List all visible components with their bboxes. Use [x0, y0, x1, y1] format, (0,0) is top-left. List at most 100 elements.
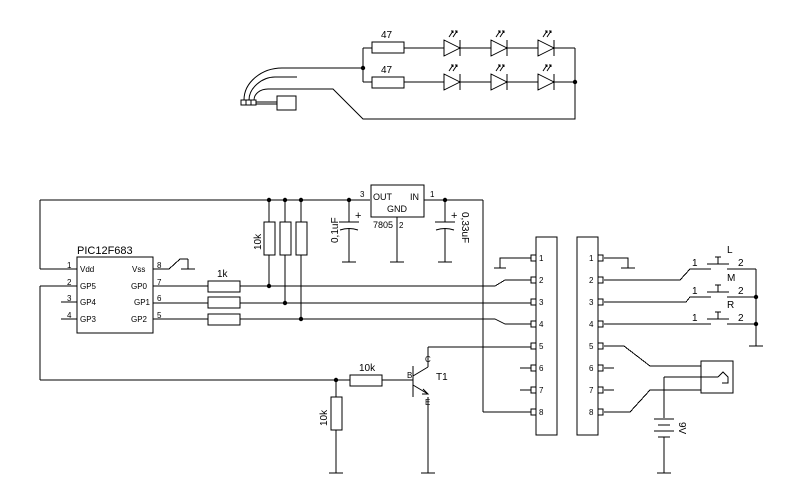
pulldown-resistor-label: 10k	[319, 409, 330, 426]
connector-pin: 5	[589, 342, 604, 351]
pin-number: 3	[67, 294, 72, 303]
switch-label: L	[727, 245, 733, 256]
switch-pin: 1	[692, 258, 698, 269]
pin-number: 5	[589, 342, 594, 351]
connector-pin: 3	[530, 298, 544, 307]
switch-label: M	[727, 273, 735, 284]
connector-pin: 4	[589, 320, 604, 329]
regulator-gnd-label: GND	[387, 204, 408, 214]
pin-number: 1	[539, 254, 544, 263]
pushbutton-switch-r: 1 2R	[692, 300, 756, 325]
led-string-bottom	[443, 64, 567, 91]
pin-number: 4	[539, 320, 544, 329]
pin-number: 2	[67, 278, 72, 287]
pin-number: 3	[539, 298, 544, 307]
transistor-pin-label: B	[407, 371, 412, 380]
transistor-pin-label: C	[425, 355, 431, 364]
output-jack-and-battery: 9V	[604, 345, 734, 474]
capacitor-0-33uF: + 0,33uF	[435, 200, 470, 263]
pullup-resistors: 10k	[253, 200, 308, 322]
led-icon	[490, 30, 538, 57]
pin-number: 3	[360, 190, 365, 199]
pin-number: 7	[157, 278, 162, 287]
resistor-47-bottom	[371, 76, 405, 89]
polarity-plus: +	[355, 210, 361, 222]
pin-name: GP0	[131, 282, 148, 291]
transistor-pin-label: E	[425, 398, 430, 407]
pin-number: 4	[589, 320, 594, 329]
connector-pin: 7	[589, 386, 604, 395]
transistor-stage: 10k 10k B C E T1	[319, 346, 531, 474]
series-resistor-label: 1k	[217, 269, 229, 280]
pushbutton-switch-l: 1 2L	[692, 245, 756, 270]
switch-pin: 2	[738, 258, 744, 269]
resistor-1k	[207, 296, 241, 309]
capacitor-label: 0,1uF	[330, 217, 341, 243]
resistor-47-top	[371, 41, 405, 54]
regulator-out-label: OUT	[373, 192, 393, 202]
switch-pin: 2	[738, 313, 744, 324]
led-string-top	[443, 30, 567, 57]
pin-number: 8	[589, 408, 594, 417]
pin-name: Vss	[132, 265, 145, 274]
resistor-10k-pulldown	[330, 396, 343, 431]
switch-pin: 2	[738, 286, 744, 297]
pin-number: 3	[589, 298, 594, 307]
pullup-resistor-label: 10k	[253, 233, 264, 250]
pin-name: GP5	[80, 282, 97, 291]
pin-name: Vdd	[80, 265, 94, 274]
pin-number: 7	[539, 386, 544, 395]
pin-number: 2	[589, 276, 594, 285]
led-icon	[490, 64, 538, 91]
pin-name: GP3	[80, 315, 97, 324]
regulator-in-label: IN	[410, 192, 419, 202]
mcu-part-label: PIC12F683	[77, 245, 133, 257]
pin-number: 2	[399, 221, 404, 230]
pin-name: GP2	[131, 315, 148, 324]
connector-pin: 8	[530, 408, 544, 417]
base-resistor-label: 10k	[359, 363, 376, 374]
pin-number: 6	[157, 294, 162, 303]
switch-label: R	[727, 300, 734, 311]
pin-number: 6	[589, 364, 594, 373]
connector-pin: 4	[530, 320, 544, 329]
connector-pin: 6	[589, 364, 604, 373]
pin-number: 1	[430, 190, 435, 199]
led-icon	[537, 64, 567, 91]
regulator-part-label: 7805	[373, 220, 393, 230]
switch-pin: 1	[692, 313, 698, 324]
audio-jack-plug	[240, 67, 576, 120]
capacitor-label: 0,33uF	[459, 212, 470, 243]
mcu-pic12f683: PIC12F683 Vdd GP5 GP4 GP3 1 2 3 4 Vss GP…	[39, 245, 531, 381]
battery-label: 9V	[676, 422, 687, 435]
transistor-label: T1	[436, 372, 448, 383]
pin-name: GP1	[134, 298, 151, 307]
resistor-label: 47	[381, 30, 393, 41]
pin-number: 5	[157, 311, 162, 320]
connector-pin: 3	[589, 298, 604, 307]
connector-pin: 2	[589, 276, 604, 285]
connector-pin: 8	[589, 408, 604, 417]
junction-dot	[360, 65, 366, 71]
battery-9v: 9V	[654, 418, 687, 474]
led-icon	[443, 30, 491, 57]
polarity-plus: +	[451, 210, 457, 222]
pin-number: 5	[539, 342, 544, 351]
pin-number: 2	[539, 276, 544, 285]
pin-number: 1	[589, 254, 594, 263]
resistor-label: 47	[381, 65, 393, 76]
pin-number: 6	[539, 364, 544, 373]
switch-pin: 1	[692, 286, 698, 297]
resistor-1k	[207, 280, 241, 293]
resistor-1k	[207, 313, 241, 326]
resistor-10k-base	[349, 374, 383, 387]
connector-pin: 2	[530, 276, 544, 285]
led-icon	[443, 64, 491, 91]
pin-number: 8	[157, 261, 162, 270]
pin-number: 1	[67, 261, 72, 270]
led-icon	[537, 30, 567, 57]
pin-name: GP4	[80, 298, 97, 307]
connector-pin: 1	[589, 254, 604, 263]
